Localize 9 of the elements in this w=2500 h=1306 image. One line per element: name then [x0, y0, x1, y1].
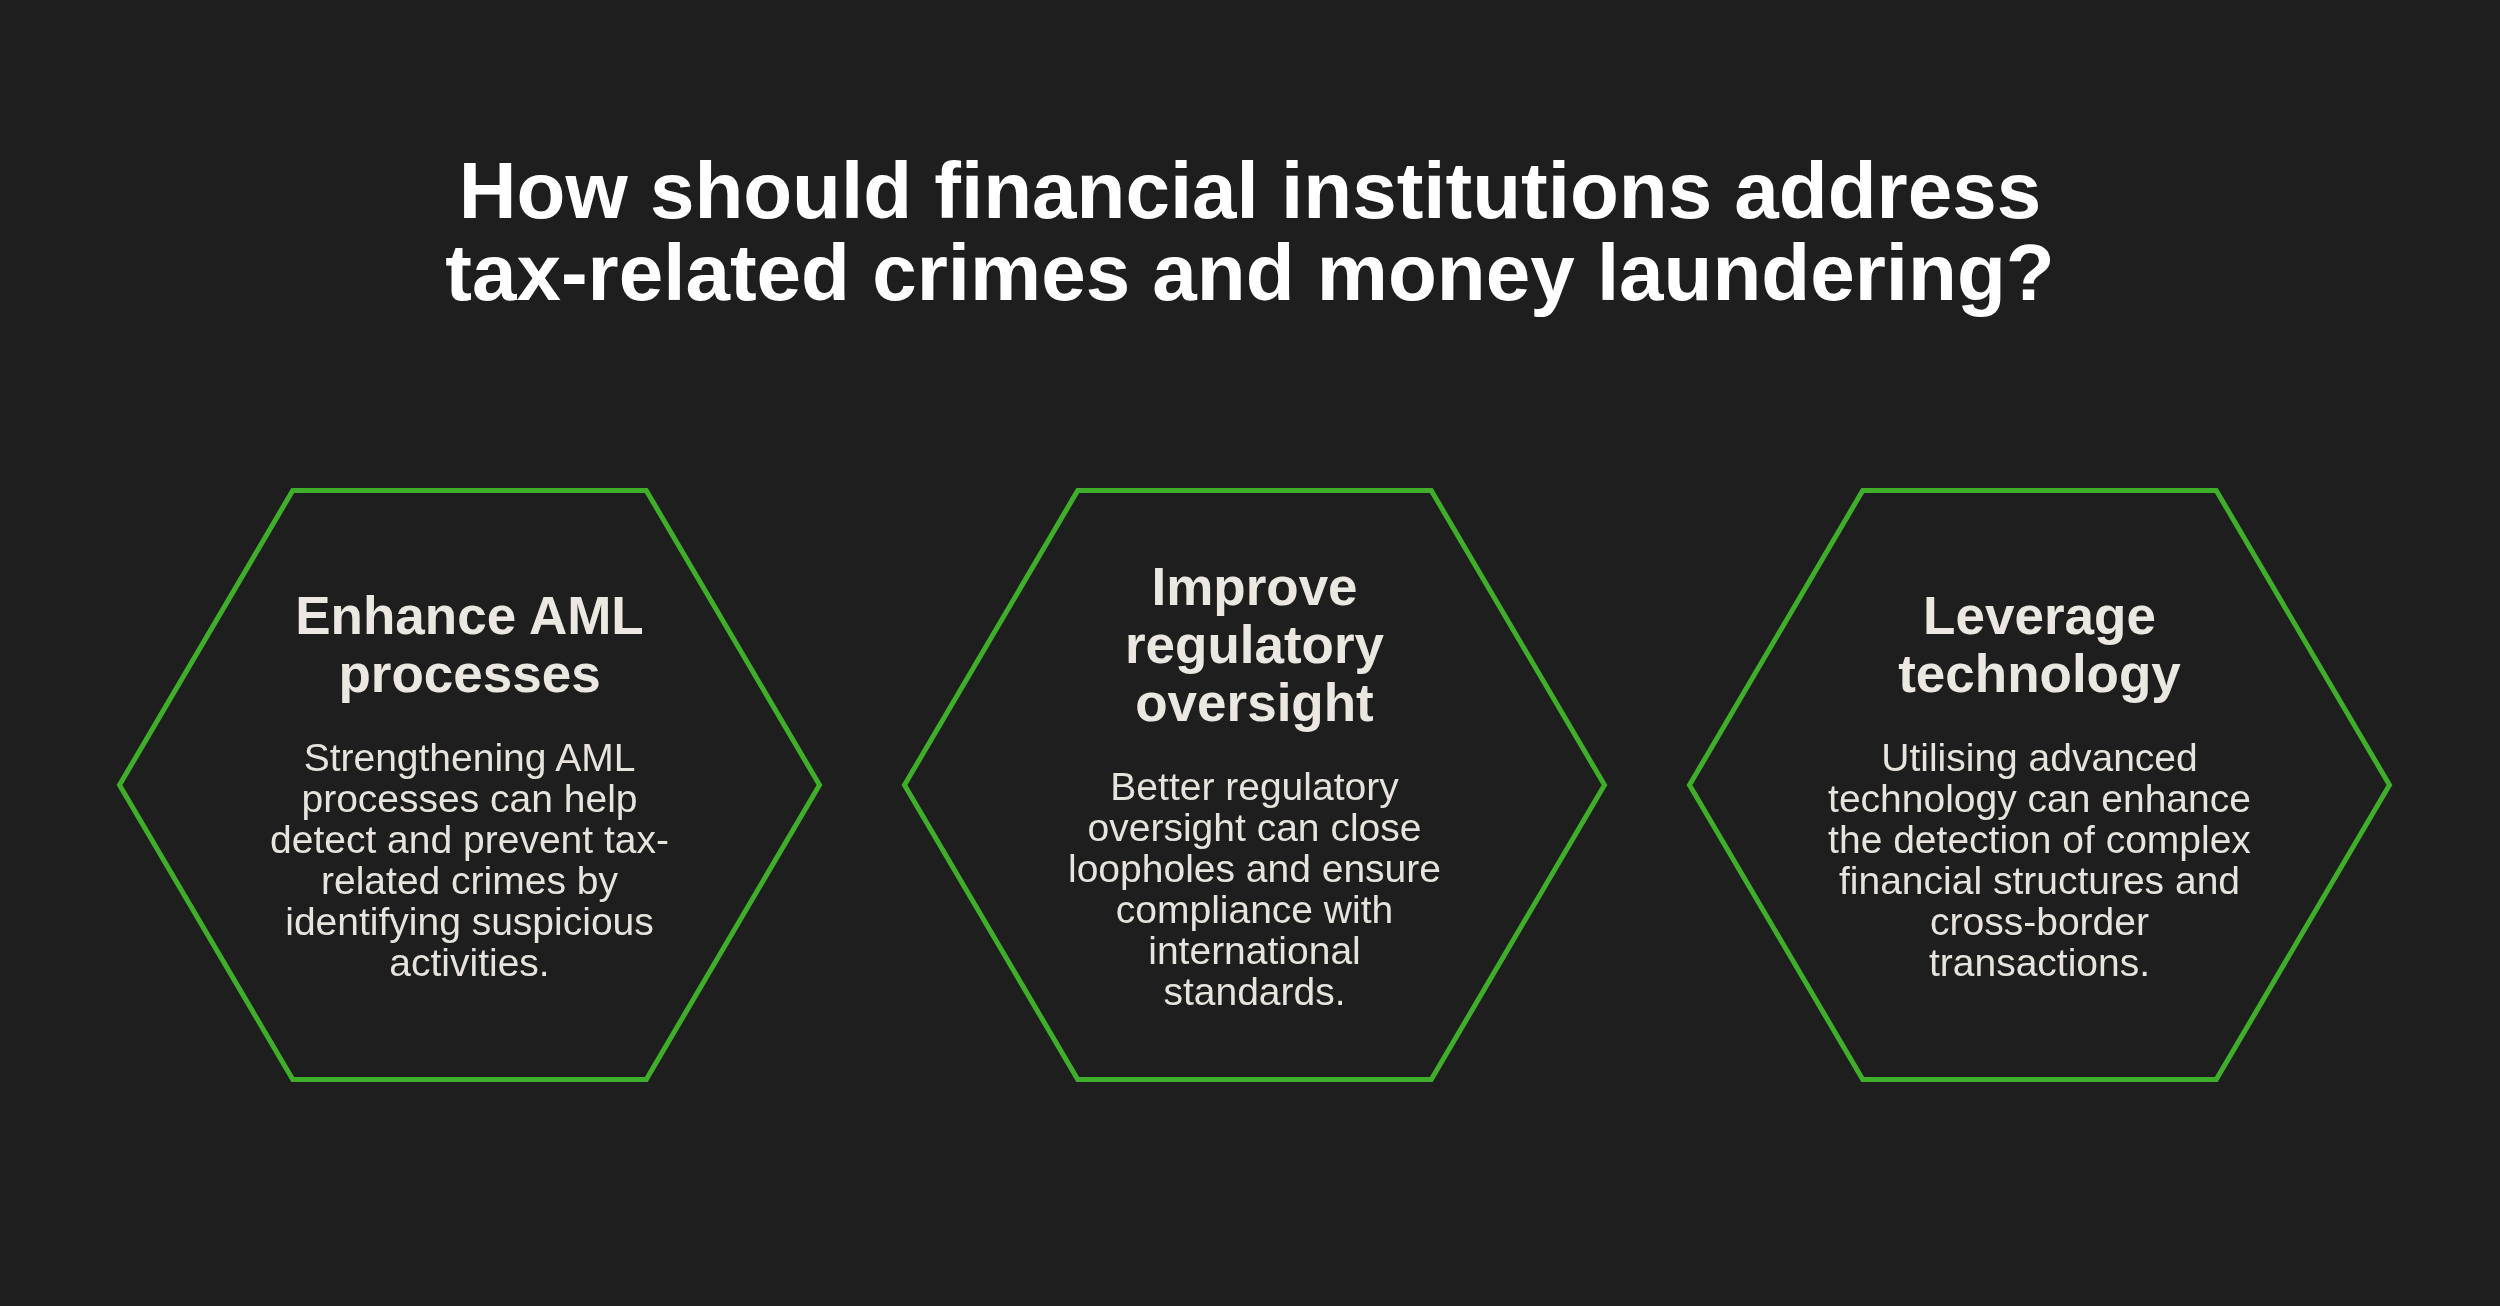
- hexagon-card: [901, 488, 1608, 1082]
- card-description: Strengthening AML processes can help detect and prevent tax-related crimes by identifying suspicious activities.: [269, 737, 670, 983]
- card-description: Utilising advanced technology can enhance the detection of complex financial structures and cross-border transactions.: [1827, 737, 2252, 983]
- hexagon-card: [1686, 488, 2393, 1082]
- card-heading: Improve regulatory oversight: [1123, 558, 1386, 732]
- hexagon-card: [116, 488, 823, 1082]
- card-heading: Leverage technology: [1897, 587, 2182, 703]
- card-heading: Enhance AML processes: [294, 587, 645, 703]
- card-description: Better regulatory oversight can close loopholes and ensure compliance with international standards.: [1067, 766, 1442, 1012]
